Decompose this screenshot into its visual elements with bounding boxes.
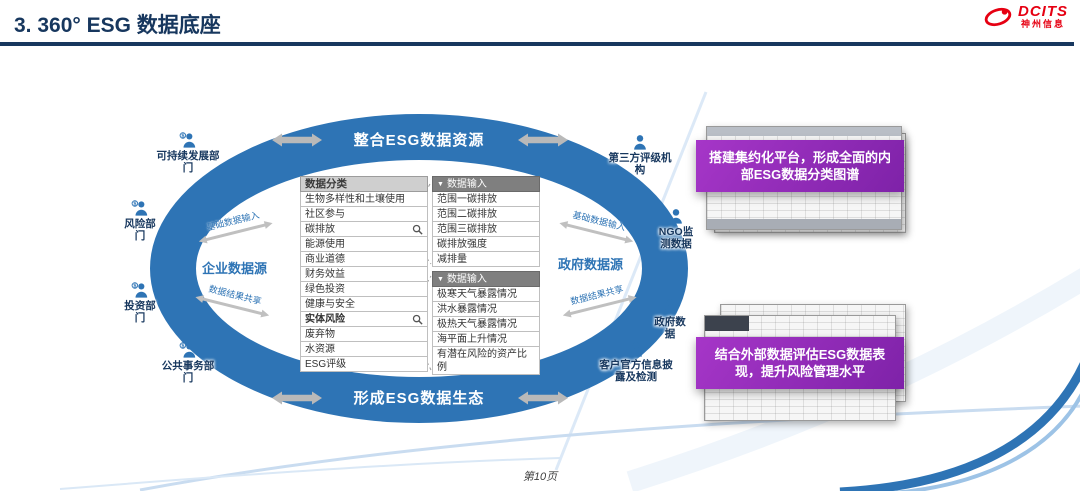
data-input-row: 范围三碳排放 [432, 222, 540, 237]
data-input-row: 极寒天气暴露情况 [432, 287, 540, 302]
double-arrow-icon [198, 221, 273, 244]
triangle-marker-icon: ▼ [437, 181, 444, 188]
thumbnail-footer-strip [707, 219, 901, 229]
data-input-row: 减排量 [432, 252, 540, 267]
classification-row: 能源使用 [300, 237, 428, 252]
node-investment-dept: $ 投资部门 [121, 281, 159, 324]
person-dollar-icon: $ [179, 341, 197, 359]
data-input-header: ▼数据输入 [432, 176, 540, 192]
svg-text:$: $ [133, 201, 137, 207]
logo-subtitle: 神州信息 [1020, 19, 1065, 29]
node-label: 可持续发展部门 [156, 150, 220, 174]
classification-row-label: 碳排放 [305, 224, 335, 235]
person-icon [667, 207, 685, 225]
node-sustainability-dept: $ 可持续发展部门 [154, 131, 222, 174]
flow-government-share: 数据结果共享 [553, 278, 644, 322]
classification-row: 废弃物 [300, 327, 428, 342]
government-data-source-label: 政府数据源 [558, 257, 624, 272]
double-arrow-icon [518, 133, 568, 147]
double-arrow-icon [562, 295, 637, 318]
classification-row-label: 实体风险 [305, 314, 345, 325]
node-third-party-rating: 第三方评级机构 [607, 133, 673, 176]
callout-external-assessment: 结合外部数据评估ESG数据表现，提升风险管理水平 [696, 337, 904, 389]
bottom-band-label: 形成ESG数据生态 [353, 390, 485, 407]
magnifier-icon [412, 314, 423, 325]
classification-table: 数据分类 生物多样性和土壤使用 社区参与 碳排放 能源使用 商业道德 财务效益 … [300, 176, 428, 372]
classification-row: 碳排放 [300, 222, 428, 237]
classification-table-header: 数据分类 [300, 176, 428, 192]
classification-row: 财务效益 [300, 267, 428, 282]
node-customer-disclosure: 客户官方信息披露及检测 [598, 340, 674, 383]
flow-enterprise-input: 基础数据输入 [189, 204, 280, 248]
data-input-row: 洪水暴露情况 [432, 302, 540, 317]
data-input-row: 有潜在风险的资产比例 [432, 347, 540, 375]
data-input-header: ▼数据输入 [432, 271, 540, 287]
svg-text:$: $ [133, 283, 137, 289]
data-input-header-label: 数据输入 [446, 274, 487, 285]
double-arrow-icon [272, 391, 322, 405]
node-label: 投资部门 [124, 300, 156, 324]
classification-row: 健康与安全 [300, 297, 428, 312]
svg-text:$: $ [181, 133, 185, 139]
node-label: NGO监测数据 [658, 226, 694, 250]
callout-internal-platform: 搭建集约化平台，形成全面的内部ESG数据分类图谱 [696, 140, 904, 192]
header-divider [0, 42, 1074, 46]
data-input-box-1: ▼数据输入 范围一碳排放 范围二碳排放 范围三碳排放 碳排放强度 减排量 [432, 176, 540, 267]
person-dollar-icon: $ [179, 131, 197, 149]
person-dollar-icon: $ [131, 199, 149, 217]
node-label: 客户官方信息披露及检测 [599, 359, 673, 383]
data-input-row: 极热天气暴露情况 [432, 317, 540, 332]
top-band-label: 整合ESG数据资源 [353, 132, 485, 149]
triangle-marker-icon: ▼ [437, 276, 444, 283]
data-input-row: 海平面上升情况 [432, 332, 540, 347]
person-dollar-icon: $ [131, 281, 149, 299]
svg-text:$: $ [181, 343, 185, 349]
node-label: 政府数据 [654, 316, 686, 340]
node-government-data: 政府数据 [652, 297, 688, 340]
data-input-header-label: 数据输入 [446, 179, 487, 190]
flow-government-input: 基础数据输入 [553, 204, 644, 248]
double-arrow-icon [195, 295, 270, 318]
classification-row: 商业道德 [300, 252, 428, 267]
flow-enterprise-share: 数据结果共享 [189, 278, 280, 322]
node-ngo-monitoring-data: NGO监测数据 [657, 207, 695, 250]
node-public-affairs-dept: $ 公共事务部门 [160, 341, 216, 384]
thumbnail-header-strip [707, 127, 901, 136]
dcits-swoosh-icon [984, 7, 1012, 27]
person-icon [661, 297, 679, 315]
dcits-logo: DCITS 神州信息 [982, 4, 1068, 30]
data-input-row: 范围二碳排放 [432, 207, 540, 222]
data-input-box-2: ▼数据输入 极寒天气暴露情况 洪水暴露情况 极热天气暴露情况 海平面上升情况 有… [432, 271, 540, 375]
classification-row: ESG评级 [300, 357, 428, 372]
enterprise-data-source-label: 企业数据源 [202, 261, 268, 276]
double-arrow-icon [559, 221, 634, 244]
data-input-row: 范围一碳排放 [432, 192, 540, 207]
person-icon [627, 340, 645, 358]
data-input-row: 碳排放强度 [432, 237, 540, 252]
classification-row: 水资源 [300, 342, 428, 357]
node-label: 第三方评级机构 [608, 152, 672, 176]
thumbnail-dark-header [705, 316, 749, 331]
classification-row: 社区参与 [300, 207, 428, 222]
logo-name: DCITS [1018, 3, 1068, 20]
person-icon [631, 133, 649, 151]
double-arrow-icon [518, 391, 568, 405]
node-label: 公共事务部门 [161, 360, 215, 384]
double-arrow-icon [272, 133, 322, 147]
node-label: 风险部门 [124, 218, 156, 242]
node-risk-dept: $ 风险部门 [121, 199, 159, 242]
magnifier-icon [412, 224, 423, 235]
classification-row: 生物多样性和土壤使用 [300, 192, 428, 207]
classification-row: 绿色投资 [300, 282, 428, 297]
classification-row: 实体风险 [300, 312, 428, 327]
page-title: 3. 360° ESG 数据底座 [14, 14, 221, 37]
page-number: 第10页 [522, 471, 558, 483]
